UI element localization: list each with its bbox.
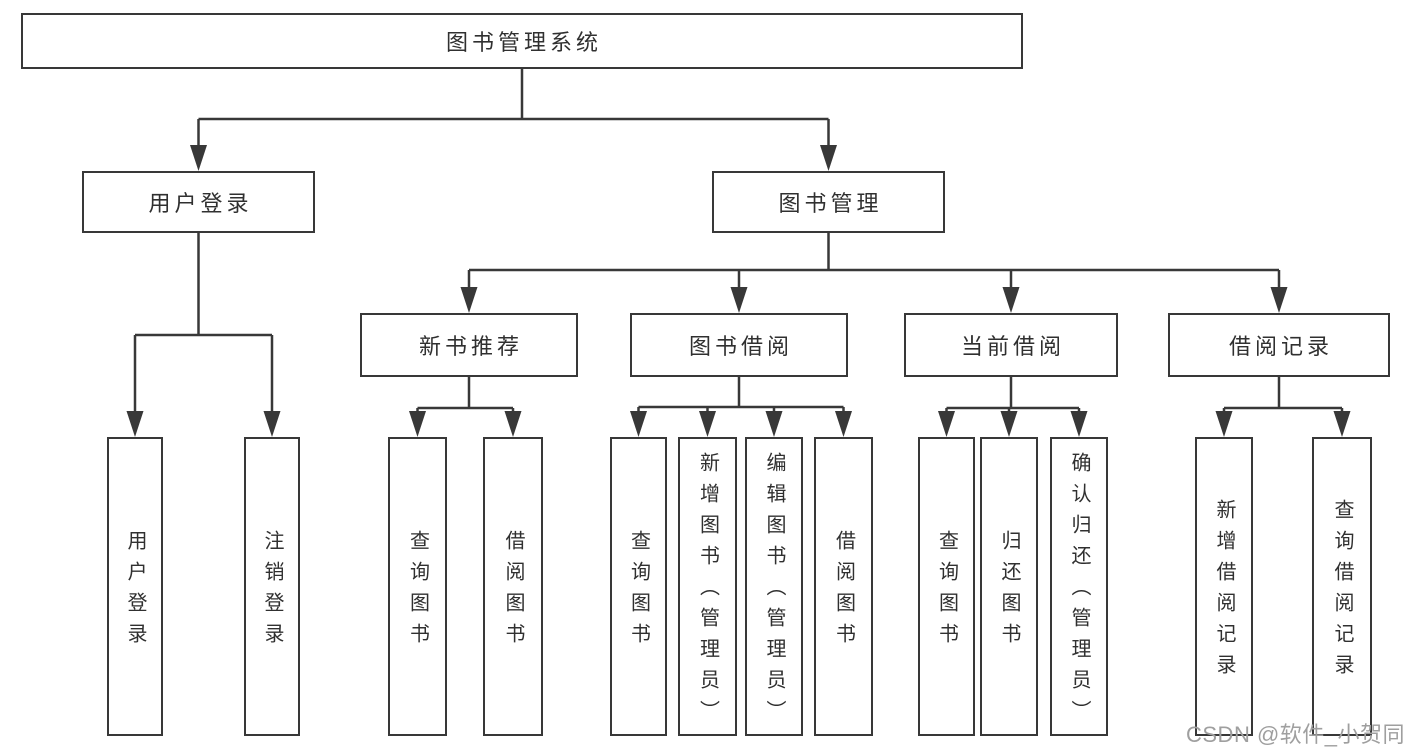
- node-current-borrowing-label: 当前借阅: [960, 334, 1065, 359]
- leaf-logout-login-label: 注销登录: [261, 529, 283, 654]
- leaf-query-books-c-label: 查询图书: [935, 529, 958, 654]
- connector-currentborrow-to-leaves: [945, 377, 1081, 414]
- leaf-query-books-c: 查询图书: [918, 437, 975, 736]
- csdn-watermark: CSDN @软件_小贺同学: [1186, 722, 1405, 747]
- leaf-add-borrowing-record: 新增借阅记录: [1195, 437, 1253, 736]
- leaf-borrow-books-b-label: 借阅图书: [832, 529, 855, 654]
- connector-borrowrecord-to-leaves: [1222, 377, 1344, 414]
- node-book-management: 图书管理: [712, 171, 945, 233]
- node-library-management-system: 图书管理系统: [21, 13, 1023, 69]
- node-new-book-recommendation-label: 新书推荐: [418, 334, 523, 359]
- leaf-query-books-b: 查询图书: [610, 437, 667, 736]
- node-library-management-system-label: 图书管理系统: [445, 30, 602, 55]
- leaf-logout-login: 注销登录: [244, 437, 300, 736]
- connector-newbook-to-leaves: [416, 377, 515, 414]
- leaf-add-borrowing-record-label: 新增借阅记录: [1213, 498, 1235, 685]
- leaf-query-books-b-label: 查询图书: [627, 529, 650, 654]
- leaf-add-books-admin: 新增图书（管理员）: [678, 437, 737, 736]
- leaf-query-borrowing-record: 查询借阅记录: [1312, 437, 1372, 736]
- node-user-login-label: 用户登录: [148, 191, 253, 216]
- leaf-return-books-label: 归还图书: [998, 529, 1020, 654]
- connector-userlogin-to-leaves: [133, 233, 274, 414]
- leaf-user-login-label: 用户登录: [124, 529, 146, 654]
- leaf-user-login: 用户登录: [107, 437, 163, 736]
- connector-bookborrow-to-leaves: [637, 377, 845, 414]
- connector-bookmgmt-to-level3: [467, 233, 1281, 290]
- node-borrowing-records-label: 借阅记录: [1228, 334, 1333, 359]
- leaf-edit-books-admin-label: 编辑图书（管理员）: [763, 452, 785, 731]
- leaf-confirm-return-admin: 确认归还（管理员）: [1050, 437, 1108, 736]
- node-book-borrowing-label: 图书借阅: [688, 334, 793, 359]
- leaf-return-books: 归还图书: [980, 437, 1038, 736]
- node-new-book-recommendation: 新书推荐: [360, 313, 578, 377]
- node-book-borrowing: 图书借阅: [630, 313, 848, 377]
- node-current-borrowing: 当前借阅: [904, 313, 1118, 377]
- leaf-query-books-a-label: 查询图书: [406, 529, 429, 654]
- leaf-query-borrowing-record-label: 查询借阅记录: [1331, 498, 1353, 685]
- leaf-confirm-return-admin-label: 确认归还（管理员）: [1068, 452, 1090, 731]
- node-user-login: 用户登录: [82, 171, 315, 233]
- leaf-add-books-admin-label: 新增图书（管理员）: [696, 452, 719, 731]
- leaf-query-books-a: 查询图书: [388, 437, 447, 736]
- node-borrowing-records: 借阅记录: [1168, 313, 1390, 377]
- connector-root-to-level2: [197, 69, 830, 148]
- leaf-borrow-books-a: 借阅图书: [483, 437, 543, 736]
- leaf-borrow-books-b: 借阅图书: [814, 437, 873, 736]
- node-book-management-label: 图书管理: [778, 191, 883, 216]
- leaf-edit-books-admin: 编辑图书（管理员）: [745, 437, 803, 736]
- leaf-borrow-books-a-label: 借阅图书: [502, 529, 524, 654]
